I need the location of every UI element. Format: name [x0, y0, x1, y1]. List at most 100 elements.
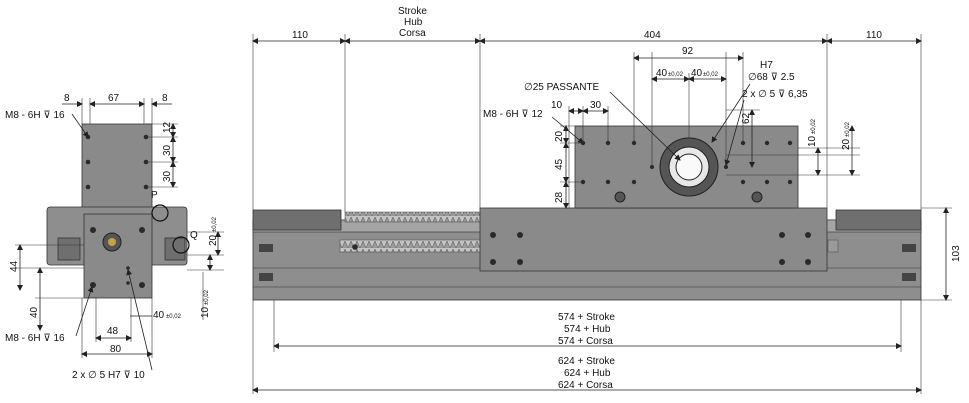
carriage-hole-3	[490, 259, 496, 265]
dim-side-30b: 30	[162, 170, 173, 182]
detail-circle-p	[151, 204, 169, 222]
dim-side-40-bottom-tol: ±0,02	[166, 314, 182, 320]
plate-hole-4	[605, 179, 611, 185]
rack-right	[827, 239, 839, 253]
dim-side-67: 67	[108, 93, 120, 104]
carriage-hole-6	[805, 232, 811, 238]
carriage-hole-7	[779, 259, 785, 265]
side-hole-10	[139, 282, 145, 288]
dim-side-30a: 30	[162, 144, 173, 156]
dim-side-20-tol: ±0,02	[212, 216, 218, 232]
dim-45: 45	[554, 158, 565, 170]
stroke-label-3: Corsa	[399, 28, 426, 39]
dim-10v-tol: ±0,02	[811, 118, 817, 134]
plate-counterbore-right	[751, 191, 763, 203]
dim-side-44: 44	[9, 260, 20, 272]
dim-20v: 20	[841, 138, 852, 150]
len-574-corsa: 574 + Corsa	[558, 336, 613, 347]
len-574-stroke: 574 + Stroke	[558, 312, 615, 323]
callout-side-pins: 2 x ∅ 5 H7 ⊽ 10	[72, 370, 145, 381]
side-hole-11	[126, 266, 130, 270]
plate-hole-6	[787, 140, 793, 146]
plate-hole-8	[787, 179, 793, 185]
dim-side-40-left: 40	[29, 306, 40, 318]
dim-40b-tol: ±0,02	[703, 72, 719, 78]
side-hole-12	[126, 281, 130, 285]
callout-side-thread-top: M8 - 6H ⊽ 16	[5, 110, 65, 121]
side-hole-7	[90, 227, 96, 233]
dim-92: 92	[682, 46, 694, 57]
len-624-corsa: 624 + Corsa	[558, 380, 613, 391]
callout-2xd5: 2 x ∅ 5 ⊽ 6,35	[742, 89, 808, 100]
len-574-hub: 574 + Hub	[564, 324, 611, 335]
dim-110-right: 110	[866, 30, 882, 41]
end-cap-right	[835, 209, 922, 231]
end-slot-right-2	[902, 273, 916, 281]
carriage-hole-2	[517, 232, 523, 238]
rack-mid	[339, 239, 481, 253]
dim-side-20: 20	[208, 234, 219, 246]
side-hole-5	[85, 184, 91, 190]
dim-10: 10	[551, 100, 563, 111]
plate-hole-5	[764, 140, 770, 146]
callout-side-thread-bottom: M8 - 6H ⊽ 16	[5, 333, 65, 344]
dim-side-8-right: 8	[162, 93, 168, 104]
front-view: 110 Stroke Hub Corsa 404 110 92 40 ±0,02…	[252, 6, 962, 394]
dim-side-12: 12	[162, 121, 173, 133]
carriage-hole-9	[352, 244, 358, 250]
carriage-hole-5	[779, 232, 785, 238]
side-carriage-plate	[81, 123, 153, 209]
dim-side-48: 48	[107, 326, 119, 337]
side-body-slot-right	[164, 237, 186, 261]
carriage-hole-8	[805, 259, 811, 265]
detail-circle-q	[172, 236, 190, 254]
dim-side-40-bottom: 40	[153, 310, 165, 321]
dim-404: 404	[644, 30, 661, 41]
side-view: P Q 8 67 8 12 30 30 20 ±0,02 10 ±0,02	[5, 93, 224, 381]
dim-side-8-left: 8	[64, 93, 70, 104]
side-hole-8	[139, 227, 145, 233]
dim-103: 103	[951, 245, 962, 262]
label-p: P	[151, 190, 158, 201]
label-h7: H7	[760, 60, 773, 71]
dim-20v-tol: ±0,02	[845, 121, 851, 137]
dim-20: 20	[554, 130, 565, 142]
side-body-slot-left	[57, 237, 81, 261]
carriage-hole-1	[490, 232, 496, 238]
stroke-label-2: Hub	[404, 17, 423, 28]
end-slot-left-1	[259, 244, 273, 252]
dim-side-80: 80	[110, 344, 122, 355]
stroke-label-1: Stroke	[398, 6, 427, 17]
plate-hole-7	[764, 179, 770, 185]
dim-62: 62	[741, 112, 752, 124]
plate-hole-12	[740, 179, 746, 185]
dim-40b: 40	[691, 68, 703, 79]
rack-top	[344, 211, 481, 223]
callout-m8: M8 - 6H ⊽ 12	[483, 109, 543, 120]
dim-40a-tol: ±0,02	[668, 72, 684, 78]
side-pulley-core	[108, 238, 116, 246]
len-624-stroke: 624 + Stroke	[558, 356, 615, 367]
side-hole-3	[85, 159, 91, 165]
dim-side-10: 10	[200, 306, 211, 318]
side-hole-9	[90, 282, 96, 288]
len-624-hub: 624 + Hub	[564, 368, 611, 379]
dim-40a: 40	[656, 68, 668, 79]
dim-110-left: 110	[292, 30, 308, 41]
end-slot-right-1	[902, 244, 916, 252]
carriage-hole-4	[517, 259, 523, 265]
central-bore-inner	[675, 153, 703, 181]
dim-28: 28	[554, 191, 565, 203]
end-cap-left	[252, 209, 342, 231]
label-q: Q	[190, 230, 198, 241]
callout-d68: ∅68 ⊽ 2.5	[748, 72, 795, 83]
plate-hole-11	[631, 179, 637, 185]
plate-counterbore-left	[614, 191, 626, 203]
carriage-block	[479, 207, 828, 272]
dim-side-10-tol: ±0,02	[204, 289, 210, 305]
dim-30: 30	[590, 100, 602, 111]
callout-d25: ∅25 PASSANTE	[524, 82, 600, 93]
end-slot-left-2	[259, 273, 273, 281]
dim-10v: 10	[807, 135, 818, 147]
